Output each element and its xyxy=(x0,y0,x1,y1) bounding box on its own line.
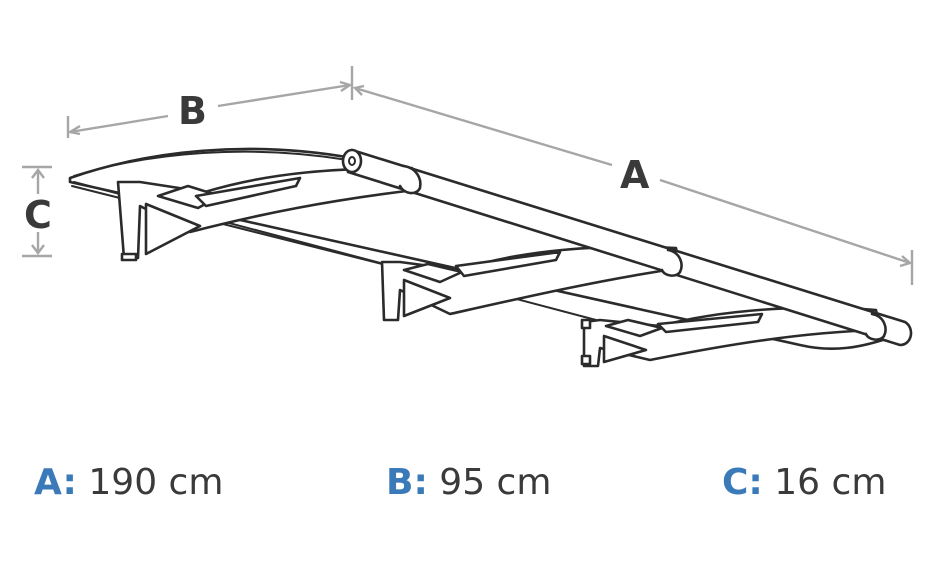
spec-a-value: 190 cm xyxy=(88,462,224,503)
spec-b-value: 95 cm xyxy=(439,462,552,503)
spec-b-key: B: xyxy=(386,462,428,503)
bracket-left xyxy=(116,166,417,262)
dimension-a: A xyxy=(352,84,914,285)
spec-a: A: 190 cm xyxy=(34,462,223,503)
dimension-b: B xyxy=(66,66,354,138)
spec-b: B: 95 cm xyxy=(386,462,551,503)
dimension-b-label: B xyxy=(178,89,207,133)
dimension-c: C xyxy=(22,165,52,258)
dimension-a-label: A xyxy=(620,153,650,197)
spec-c-value: 16 cm xyxy=(774,462,887,503)
spec-c-key: C: xyxy=(722,462,763,503)
spec-a-key: A: xyxy=(34,462,77,503)
front-rail xyxy=(341,148,913,347)
dimension-c-label: C xyxy=(24,193,52,237)
spec-c: C: 16 cm xyxy=(722,462,886,503)
canopy-diagram: B A C xyxy=(22,66,914,368)
dimension-specs: A: 190 cm B: 95 cm C: 16 cm xyxy=(0,462,942,522)
bracket-right xyxy=(580,306,882,368)
